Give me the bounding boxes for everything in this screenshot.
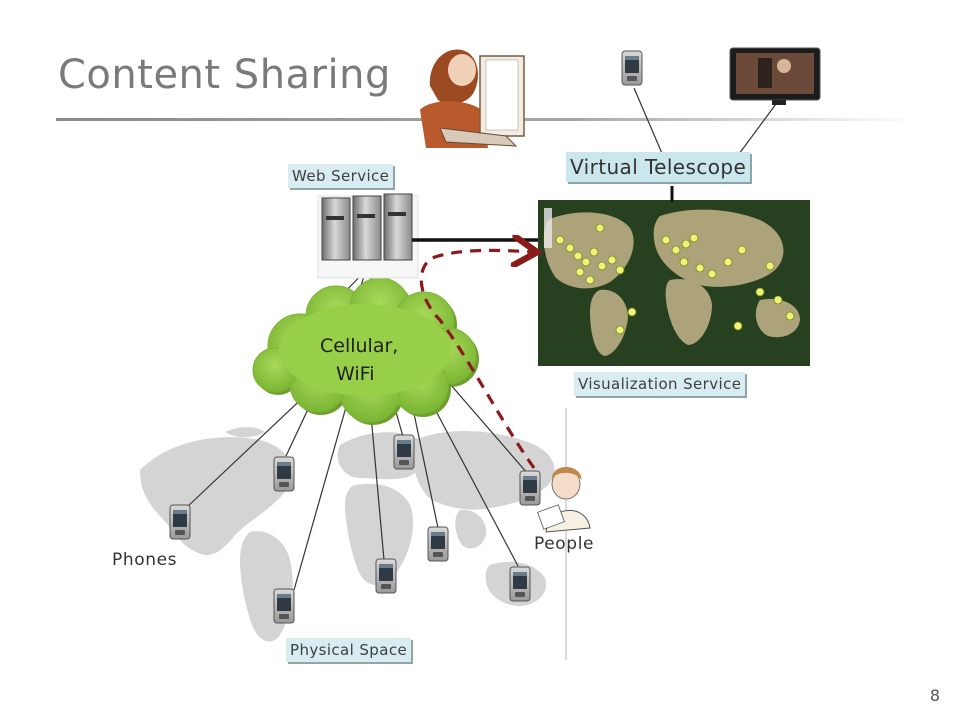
phone-icon — [274, 589, 294, 623]
people-label: People — [534, 534, 594, 554]
phone-icon — [170, 505, 190, 539]
phone-icon — [622, 51, 642, 85]
phone-icon — [394, 435, 414, 469]
slide-number: 8 — [930, 686, 940, 705]
virtual-telescope-label: Virtual Telescope — [566, 152, 750, 182]
visualization-service-label: Visualization Service — [574, 372, 745, 396]
television-icon — [730, 48, 820, 105]
phone-icon — [510, 567, 530, 601]
physical-space-label: Physical Space — [286, 638, 411, 662]
server-icon — [318, 194, 418, 278]
cloud-label-line1: Cellular, — [320, 332, 398, 360]
world-map-visualization — [538, 200, 810, 366]
phone-icon — [274, 457, 294, 491]
world-map — [140, 427, 554, 641]
phone-icon — [520, 471, 540, 505]
phone-icon — [376, 559, 396, 593]
web-service-label: Web Service — [288, 164, 393, 188]
person-at-computer-icon — [420, 49, 524, 148]
phones-label: Phones — [112, 550, 177, 570]
cloud-label-line2: WiFi — [336, 360, 374, 388]
phone-icon — [428, 527, 448, 561]
